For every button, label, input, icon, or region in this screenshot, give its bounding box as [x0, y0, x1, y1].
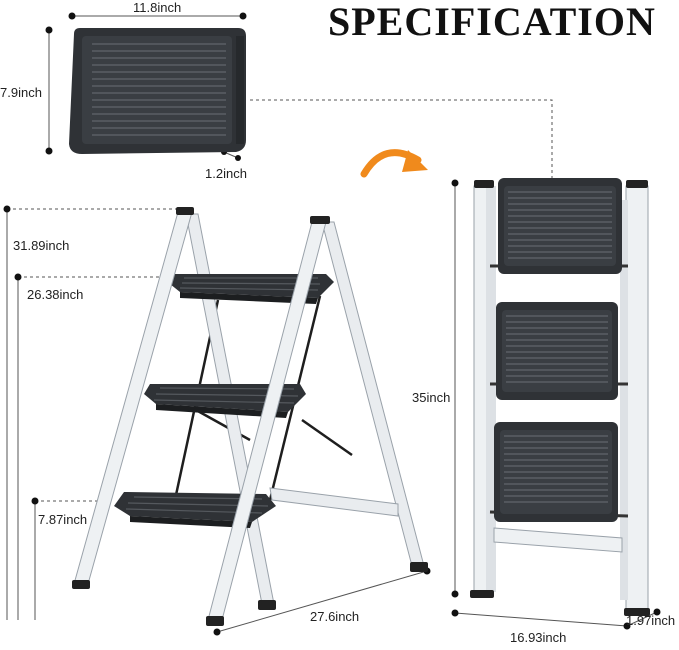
dimension-dot	[235, 155, 241, 161]
curved-arrow-icon	[360, 149, 428, 178]
folded-ladder	[470, 178, 650, 616]
dimension-dot	[3, 205, 11, 213]
open-height-label: 31.89inch	[13, 238, 70, 253]
page-title: SPECIFICATION	[328, 0, 656, 44]
dimension-dot	[31, 497, 39, 505]
folded-width-label: 16.93inch	[510, 630, 567, 645]
dimension-dot	[14, 273, 22, 281]
dimension-dot	[45, 26, 53, 34]
dimension-dot	[653, 608, 661, 616]
top-step-height-label: 26.38inch	[27, 287, 84, 302]
folded-height-label: 35inch	[412, 390, 451, 405]
dimension-dot	[623, 622, 631, 630]
tread-width-label: 11.8inch	[133, 0, 182, 15]
bottom-step-height-label: 7.87inch	[38, 512, 88, 527]
open-depth-label: 27.6inch	[310, 609, 360, 624]
open-ladder	[72, 207, 428, 626]
dimension-dot	[451, 179, 459, 187]
tread-thickness-label: 1.2inch	[205, 166, 247, 181]
folded-step-top	[498, 178, 622, 274]
dimension-dot	[451, 590, 459, 598]
front-legs	[72, 207, 330, 626]
dimension-dot	[213, 628, 221, 636]
dimension-dot	[68, 12, 76, 20]
dimension-dot	[239, 12, 247, 20]
dimension-dot	[45, 147, 53, 155]
folded-thickness-label: 1.97inch	[626, 613, 676, 628]
support-strap	[301, 418, 353, 457]
tread-panel	[69, 28, 246, 154]
folded-step-bottom	[494, 422, 618, 522]
dimension-dot	[451, 609, 459, 617]
folded-step-middle	[496, 302, 618, 400]
tread-depth-label: 7.9inch	[0, 85, 42, 100]
